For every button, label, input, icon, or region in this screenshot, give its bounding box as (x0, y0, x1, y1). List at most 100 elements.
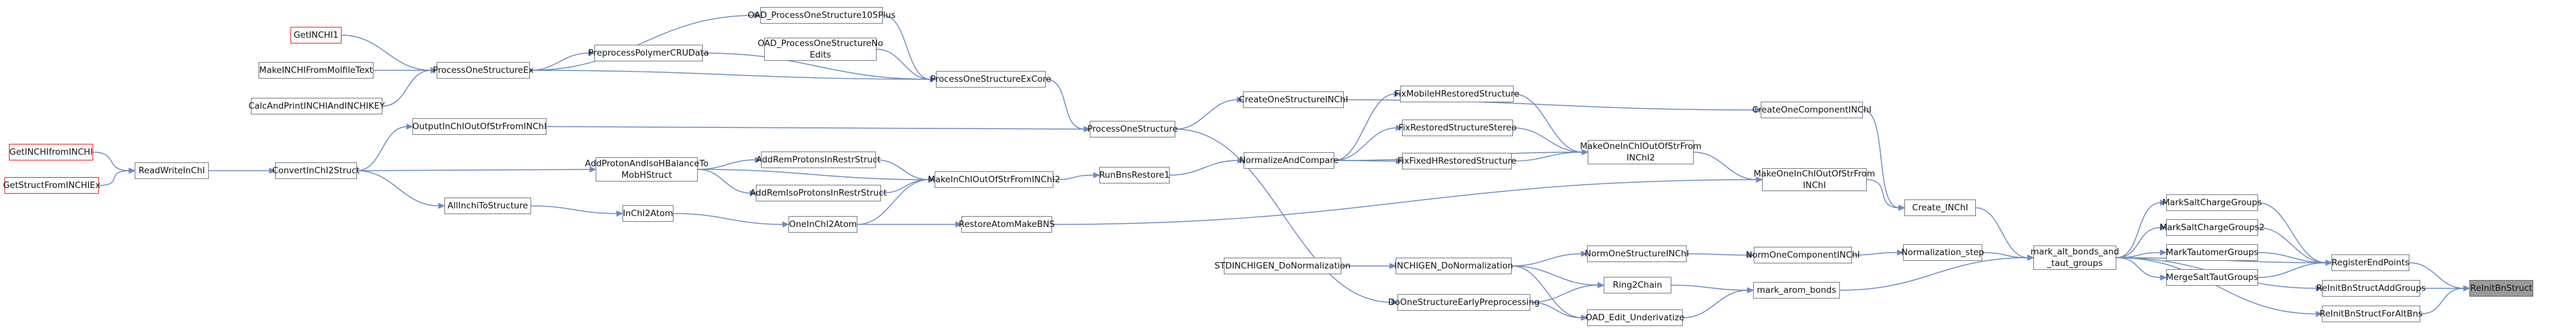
node-processonestructureexcore[interactable]: ProcessOneStructureExCore (930, 71, 1051, 88)
node-mergesalttautgroups[interactable]: MergeSaltTautGroups (2166, 269, 2258, 286)
node-normalizeandcompare[interactable]: NormalizeAndCompare (1239, 152, 1339, 169)
edge-55 (529, 52, 590, 71)
node-marktautomergroups[interactable]: MarkTautomerGroups (2166, 244, 2258, 261)
edge-37 (1334, 93, 1396, 161)
edge-61 (341, 35, 432, 71)
node-oad-edit-underivatize[interactable]: OAD_Edit_Underivatize (1586, 309, 1685, 326)
node-mark-alt-bonds[interactable]: mark_alt_bonds_and _taut_groups (2030, 245, 2120, 270)
edge-arrowhead-39 (1396, 158, 1403, 164)
edge-arrowhead-36 (1391, 299, 1399, 306)
edge-28 (1530, 284, 1599, 303)
node-restoreatommakebns[interactable]: RestoreAtomMakeBNS (959, 216, 1055, 233)
edge-19 (1851, 252, 1899, 256)
node-create-inchi[interactable]: Create_INChI (1904, 199, 1976, 216)
node-makeoneinchioutofstrfrominchi2[interactable]: MakeOneInChIOutOfStrFrom INChI2 (1579, 140, 1702, 164)
node-calcandprintinchiandinchikey[interactable]: CalcAndPrintINCHIAndINCHIKEY (248, 98, 385, 114)
node-preprocesspolymercrudata[interactable]: PreprocessPolymerCRUData (589, 45, 709, 61)
node-makeinchifrommolfiletext[interactable]: MakeINCHIFromMolfileText (259, 62, 373, 79)
node-stdinchigen-donormalization[interactable]: STDINCHIGEN_DoNormalization (1214, 258, 1351, 274)
node-oad-processonestructurenoedits[interactable]: OAD_ProcessOneStructureNo Edits (757, 38, 884, 61)
node-outputinchioutofstrfrominchi[interactable]: OutputInChIOutOfStrFromINChI (412, 118, 546, 135)
edge-arrowhead-25 (1581, 251, 1588, 257)
edge-26 (1511, 265, 1599, 286)
node-oneinchi2atom[interactable]: OneInChI2Atom (788, 216, 857, 233)
node-reinitbnstructforaltbns[interactable]: ReInitBnStructForAltBns (2319, 306, 2423, 322)
edge-56 (697, 159, 757, 170)
node-createonecomponentinchi[interactable]: CreateOneComponentINChI (1752, 102, 1871, 118)
edge-arrowhead-21 (1747, 287, 1754, 293)
node-marksaltchargegroups2[interactable]: MarkSaltChargeGroups2 (2160, 219, 2264, 236)
node-processonestructureex[interactable]: ProcessOneStructureEx (433, 62, 534, 79)
edge-arrowhead-13 (2160, 274, 2167, 281)
node-inchi2atom[interactable]: InChI2Atom (622, 205, 674, 222)
edge-arrowhead-41 (1756, 176, 1763, 183)
edge-51 (697, 169, 930, 180)
edge-arrowhead-22 (1754, 107, 1762, 113)
node-makeinchioutofstrfrominchi2[interactable]: MakeInChIOutOfStrFromINChI2 (928, 171, 1060, 188)
node-allinchitostructure[interactable]: AllInchiToStructure (444, 198, 531, 214)
edge-43 (1053, 175, 1095, 180)
node-normalization-step[interactable]: Normalization_step (1901, 244, 1984, 261)
edge-arrowhead-65 (438, 203, 446, 209)
edge-54 (529, 15, 756, 71)
edge-12 (2116, 252, 2162, 258)
edge-42 (1045, 79, 1085, 130)
edge-68 (98, 170, 130, 186)
node-normonecomponentinchi[interactable]: NormOneComponentINChI (1746, 247, 1860, 263)
edge-40 (1169, 160, 1239, 176)
node-createonestructureinchi[interactable]: CreateOneStructureINChI (1239, 91, 1348, 108)
node-convertinchi2struct[interactable]: ConvertInChI2Struct (272, 162, 360, 179)
edge-45 (882, 15, 931, 80)
node-getstructfrominchiex[interactable]: GetStructFromINCHIEx (3, 177, 100, 194)
node-addremprotonsinrestrstruct[interactable]: AddRemProtonsInRestrStruct (756, 152, 881, 168)
node-reinitbnstructaddgroups[interactable]: ReInitBnStructAddGroups (2316, 280, 2426, 297)
node-getinchi1[interactable]: GetINCHI1 (290, 27, 342, 43)
edge-9 (2116, 257, 2317, 315)
edge-60 (546, 126, 1085, 130)
edge-arrowhead-18 (1898, 205, 1906, 211)
node-fixfixedhrestoredstructure[interactable]: FixFixedHRestoredStructure (1397, 153, 1516, 169)
node-makeoneinchioutofstrfrominchi[interactable]: MakeOneInChIOutOfStrFrom INChI (1753, 168, 1876, 191)
node-reinitbnstruct[interactable]: ReInitBnStruct (2469, 280, 2533, 297)
edge-47 (529, 70, 931, 80)
edge-arrowhead-28 (1597, 282, 1605, 288)
edge-arrowhead-10 (2160, 199, 2167, 206)
node-fixmobilehrestoredstructure[interactable]: FixMobileHRestoredStructure (1394, 86, 1519, 102)
node-mark-arom-bonds[interactable]: mark_arom_bonds (1753, 282, 1840, 299)
edge-arrowhead-56 (755, 157, 762, 163)
node-inchigen-donormalization[interactable]: INCHIGEN_DoNormalization (1394, 258, 1513, 274)
node-fixrestoredstructurestereo[interactable]: FixRestoredStructureStereo (1398, 120, 1517, 136)
edge-arrowhead-8 (2316, 285, 2323, 292)
node-getinchifrominchi[interactable]: GetINCHIfromINCHI (9, 144, 93, 160)
node-doonestructureearlypreprocessing[interactable]: DoOneStructureEarlyPreprocessing (1388, 294, 1540, 311)
edge-arrowhead-24 (1747, 252, 1755, 258)
node-ring2chain[interactable]: Ring2Chain (1604, 277, 1671, 293)
node-addprotonandisohbalancetomobhstruct[interactable]: AddProtonAndIsoHBalanceTo MobHStruct (585, 157, 709, 182)
node-readwriteinchi[interactable]: ReadWriteInChI (135, 162, 209, 179)
edge-arrowhead-53 (782, 221, 790, 228)
edge-30 (1513, 93, 1583, 153)
edge-29 (1530, 302, 1583, 318)
edge-arrowhead-44 (955, 221, 963, 228)
edge-59 (531, 205, 618, 214)
edge-57 (697, 169, 751, 194)
edge-arrowhead-35 (1237, 97, 1244, 103)
edge-arrowhead-59 (616, 210, 624, 217)
edge-arrowhead-52 (928, 176, 936, 183)
edge-20 (1671, 284, 1749, 291)
edge-31 (1512, 127, 1583, 153)
node-registerendpoints[interactable]: RegisterEndPoints (2331, 254, 2409, 271)
edge-39 (1334, 160, 1397, 162)
node-processonestructure[interactable]: ProcessOneStructure (1087, 121, 1178, 137)
node-normonestructureinchi[interactable]: NormOneStructureINChI (1585, 245, 1689, 262)
node-marksaltchargegroups[interactable]: MarkSaltChargeGroups (2162, 194, 2262, 211)
edge-48 (702, 52, 931, 80)
node-oad-processonestructure105plus[interactable]: OAD_ProcessOneStructure105Plus (748, 7, 896, 24)
node-runbnsrestore1[interactable]: RunBnsRestore1 (1099, 167, 1170, 183)
edge-4 (2257, 227, 2327, 263)
edge-67 (93, 152, 130, 171)
node-addremisoprotonsinrestrstruct[interactable]: AddRemIsoProtonsInRestrStruct (750, 185, 887, 201)
edge-3 (2257, 202, 2327, 263)
edge-arrowhead-37 (1394, 91, 1401, 97)
